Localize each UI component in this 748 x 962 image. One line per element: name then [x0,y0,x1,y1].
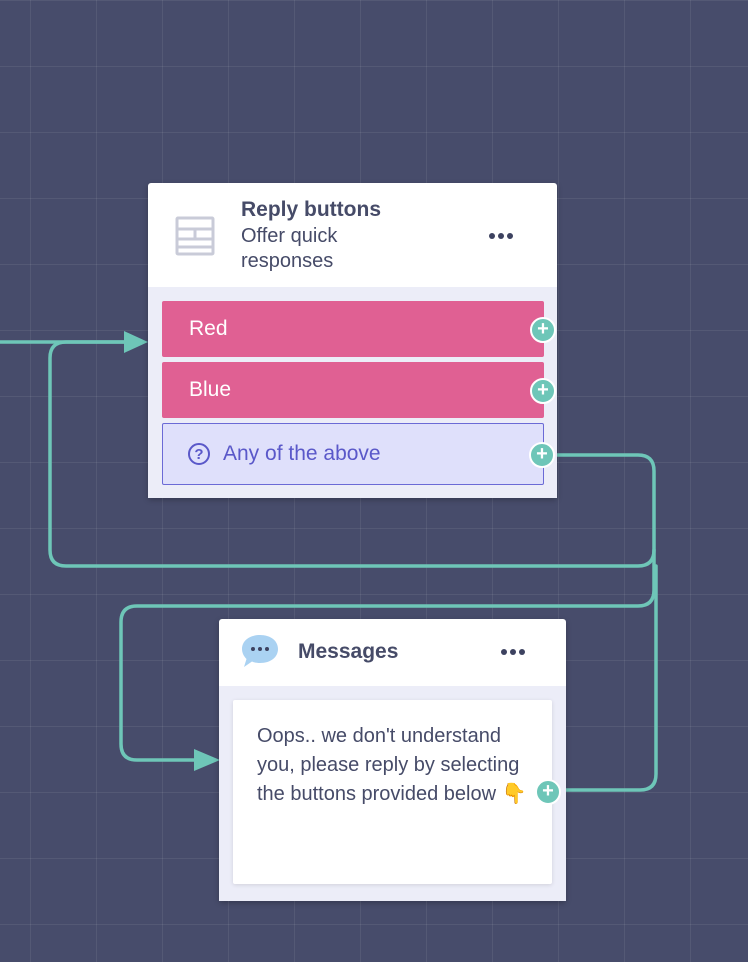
messages-list: Oops.. we don't understand you, please r… [219,686,566,901]
messages-header: Messages [219,619,566,686]
reply-button-label: Red [189,317,228,340]
reply-buttons-header: Reply buttons Offer quick responses [148,183,557,287]
reply-button-label: Blue [189,378,232,401]
messages-title: Messages [298,640,399,663]
reply-buttons-node[interactable]: Reply buttons Offer quick responses Red … [148,183,557,498]
add-connection-red-port[interactable]: + [530,317,556,343]
messages-more-button[interactable] [495,640,531,664]
reply-button-label: Any of the above [223,442,381,465]
question-circle-icon: ? [188,443,210,465]
more-horizontal-icon [489,233,495,239]
message-card[interactable]: Oops.. we don't understand you, please r… [233,700,552,884]
reply-buttons-title: Reply buttons [241,198,381,221]
messages-node[interactable]: Messages Oops.. we don't understand you,… [219,619,566,901]
reply-buttons-list: Red Blue ? Any of the above [148,287,557,498]
layout-grid-icon [175,216,215,261]
connector-arrow-messages [194,749,220,771]
reply-button-fallback[interactable]: ? Any of the above [162,423,544,485]
reply-button-red[interactable]: Red [162,301,544,357]
message-text: Oops.. we don't understand you, please r… [257,725,527,805]
connector-arrow-reply [124,331,148,353]
add-connection-message-port[interactable]: + [535,779,561,805]
add-connection-blue-port[interactable]: + [530,378,556,404]
reply-buttons-more-button[interactable] [483,224,519,248]
reply-buttons-subtitle: Offer quick responses [241,225,338,272]
connector-messages-out [558,564,658,792]
reply-button-blue[interactable]: Blue [162,362,544,418]
more-horizontal-icon [501,649,507,655]
chat-bubble-icon [240,633,280,676]
add-connection-fallback-port[interactable]: + [529,442,555,468]
